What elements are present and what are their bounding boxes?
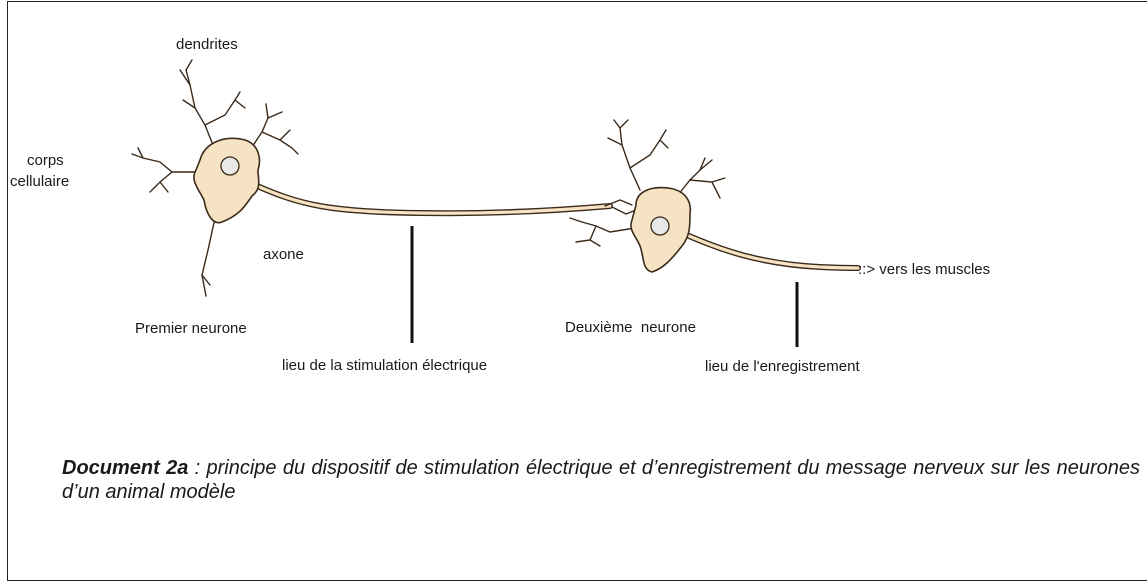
label-cell-body-line1: corps [27,151,64,170]
second-neuron [570,120,858,272]
label-to-muscles: vers les muscles [879,261,990,278]
label-first-neuron: Premier neurone [135,319,247,338]
first-neuron [132,60,636,296]
second-neuron-axon [680,232,858,268]
label-dendrites: dendrites [176,35,238,54]
to-muscles-label: ::> vers les muscles [858,260,990,279]
label-stimulation-site: lieu de la stimulation électrique [282,356,487,375]
arrow-glyph: ::> [858,261,875,278]
caption-title: Document 2a [62,457,188,479]
first-neuron-cell-body [194,138,260,222]
label-cell-body-line2: cellulaire [10,172,69,191]
label-recording-site: lieu de l'enregistrement [705,357,860,376]
document-caption: Document 2a : principe du dispositif de … [62,456,1140,504]
first-neuron-axon [255,185,610,213]
first-neuron-nucleus [221,157,239,175]
label-second-neuron: Deuxième neurone [565,318,696,337]
caption-text: : principe du dispositif de stimulation … [62,457,1140,503]
second-neuron-nucleus [651,217,669,235]
label-axon: axone [263,245,304,264]
